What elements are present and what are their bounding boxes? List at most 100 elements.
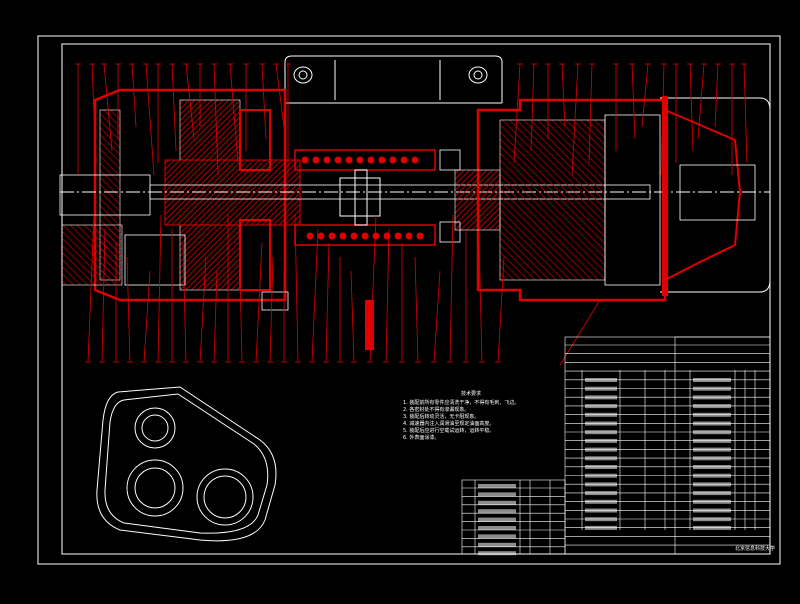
leader-line: [157, 214, 162, 363]
leader-line: [199, 256, 207, 363]
leader-line: [588, 63, 593, 164]
leader-line: [660, 63, 665, 176]
parts-list-entry: [478, 517, 516, 522]
leader-line: [255, 242, 263, 363]
parts-list-entry: [693, 525, 731, 530]
note-line: 5. 装配后应进行空载试运转，运转平稳。: [403, 428, 495, 434]
parts-list-entry: [693, 438, 731, 443]
leader-line: [145, 63, 155, 176]
parts-list-entry: [693, 404, 731, 409]
drum-coil: [389, 156, 397, 164]
leader-line: [131, 63, 137, 128]
parts-list-entry: [585, 525, 617, 530]
parts-list-entry: [585, 499, 617, 504]
parts-list-entry: [585, 482, 617, 487]
leader-line: [91, 63, 97, 164]
leader-line: [294, 214, 299, 363]
leader-line: [350, 270, 355, 363]
leader-line: [449, 214, 454, 363]
leader-line: [182, 242, 187, 363]
parts-list-entry: [585, 395, 617, 400]
drum-coil: [400, 156, 408, 164]
leader-line: [714, 63, 719, 128]
electric-motor: [439, 98, 667, 302]
part-leader-lines-top: [75, 63, 748, 176]
parts-list-entry: [693, 508, 731, 513]
parts-list-entry: [693, 430, 731, 435]
sheet-outer-border: [37, 35, 781, 565]
leader-line: [171, 63, 177, 152]
parts-list-entry: [693, 421, 731, 426]
drum-coil: [416, 232, 424, 240]
parts-list-entry: [585, 491, 617, 496]
leader-line: [213, 63, 219, 176]
fan-cover: [660, 96, 771, 296]
parts-list-entry: [585, 404, 617, 409]
parts-list-entry: [693, 499, 731, 504]
leader-line: [385, 228, 390, 363]
drum-coil: [383, 232, 391, 240]
parts-list-entry: [478, 551, 516, 556]
drum-coil: [312, 156, 320, 164]
leader-line: [143, 270, 151, 363]
parts-list-entry: [478, 509, 516, 514]
leader-line: [743, 63, 748, 164]
parts-list-entry: [693, 491, 731, 496]
drum-coil: [323, 156, 331, 164]
leader-line: [689, 63, 694, 152]
parts-list-entry: [693, 482, 731, 487]
leader-line: [571, 63, 579, 176]
parts-list-entry: [693, 465, 731, 469]
drum-coil: [345, 156, 353, 164]
leader-line: [87, 214, 95, 363]
parts-list-entry: [585, 386, 617, 391]
parts-list-entry: [585, 517, 617, 522]
leader-line: [229, 63, 239, 164]
drum-coil: [372, 232, 380, 240]
leader-line: [478, 242, 483, 363]
leader-line: [325, 242, 330, 363]
leader-line: [513, 63, 521, 164]
drum-coil: [301, 156, 309, 164]
leader-line: [641, 63, 649, 128]
leader-line: [311, 228, 319, 363]
left-gearbox: [59, 88, 301, 311]
drum-coil: [367, 156, 375, 164]
note-line: 2. 各密封处不得有渗漏现象。: [403, 407, 470, 413]
drum-coil: [394, 232, 402, 240]
parts-list-left: [461, 479, 566, 556]
parts-list-entry: [478, 484, 516, 488]
parts-list-entry: [585, 421, 617, 426]
parts-list-entry: [585, 465, 617, 469]
drum-coil: [361, 232, 369, 240]
leader-line: [213, 270, 218, 363]
parts-list-entry: [585, 508, 617, 513]
parts-list-entry: [478, 500, 516, 505]
parts-list-entry: [693, 473, 731, 478]
parts-list-entry: [478, 526, 516, 530]
drum-coil: [334, 156, 342, 164]
note-line: 4. 减速器内注入润滑油至规定油面高度。: [403, 421, 495, 427]
leader-line: [561, 63, 566, 128]
drum-coil: [378, 156, 386, 164]
leader-line: [261, 63, 267, 140]
drum-coil: [405, 232, 413, 240]
parts-list-entry: [693, 395, 731, 400]
leader-line: [103, 63, 113, 152]
note-line: 1. 装配前所有零件应清洗干净，不得有毛刺、飞边。: [403, 400, 520, 406]
drum-coil: [317, 232, 325, 240]
parts-list-entry: [585, 456, 617, 461]
note-line: 6. 外表面涂漆。: [403, 435, 440, 441]
drum-coil: [411, 156, 419, 164]
parts-list-entry: [585, 430, 617, 435]
parts-list-entry: [693, 447, 731, 452]
part-leader-lines-bottom: [85, 214, 505, 363]
leader-line: [433, 270, 441, 363]
mounting-bracket: [284, 55, 503, 104]
technical-requirements-title: 技术要求: [461, 391, 482, 397]
drum-coil: [306, 232, 314, 240]
main-shaft: [60, 184, 770, 200]
parts-list-entry: [693, 378, 731, 382]
